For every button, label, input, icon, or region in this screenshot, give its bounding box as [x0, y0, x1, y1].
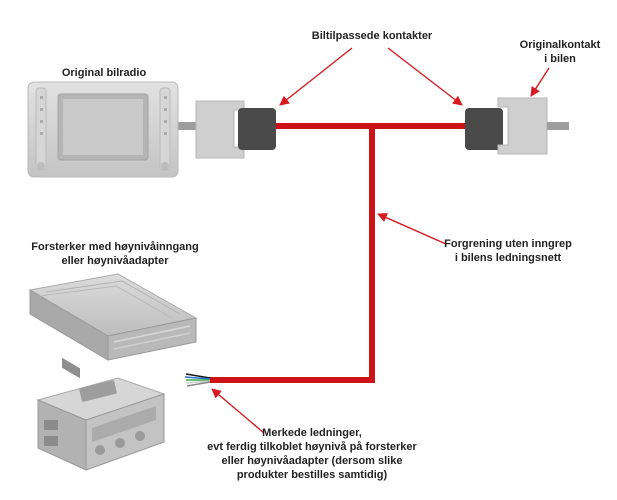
marked-wire-ends [184, 373, 211, 387]
connector-icon [465, 108, 503, 150]
high-level-adapter-icon [36, 377, 166, 471]
marked-wires-label: Merkede ledninger, evt ferdig tilkoblet … [207, 427, 417, 481]
car-radio-icon [27, 81, 200, 178]
connector-icon [238, 108, 276, 150]
amplifier-icon [28, 273, 198, 379]
pointer-arrows [211, 47, 550, 434]
adapted-connectors-label: Biltilpassede kontakter [311, 30, 433, 42]
original-connector-label: Originalkontakt i bilen [519, 39, 601, 65]
amplifier-label: Forsterker med høynivåinngang eller høyn… [31, 241, 199, 267]
radio-side-connector-icon [195, 100, 245, 159]
original-car-connector-icon [497, 97, 569, 155]
branching-label: Forgrening uten inngrep i bilens ledning… [444, 238, 572, 264]
wiring-harness [208, 123, 465, 383]
car-radio-label: Original bilradio [61, 67, 147, 79]
